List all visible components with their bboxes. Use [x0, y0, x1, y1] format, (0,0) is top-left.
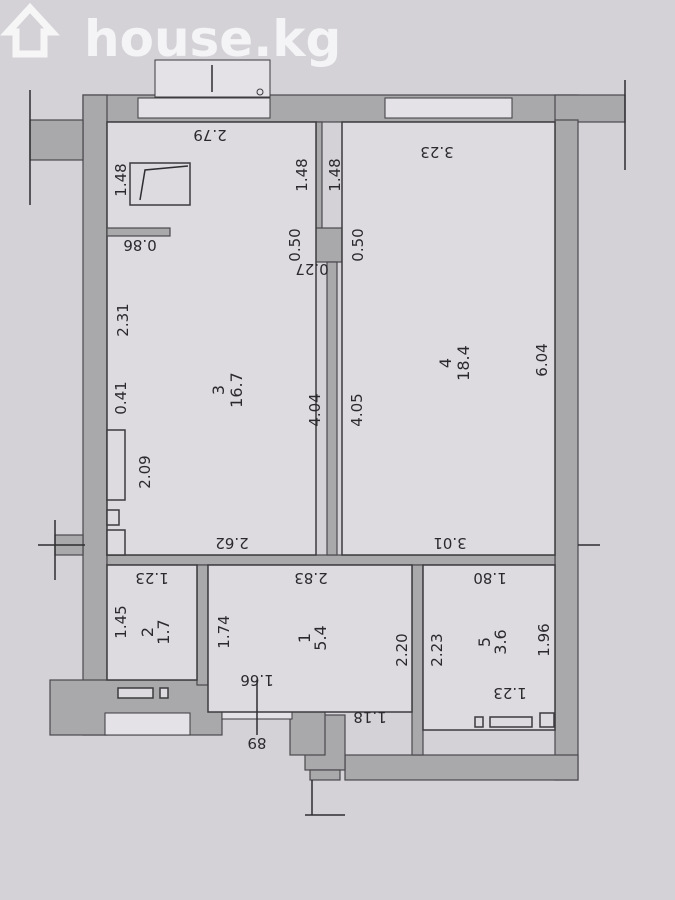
dim-r3-top: 2.79: [193, 126, 226, 144]
dim-col-gap: 0.27: [295, 260, 328, 278]
dim-r5-left: 2.23: [428, 633, 446, 666]
dim-r4-top: 3.23: [420, 143, 453, 161]
room-2: [106, 564, 198, 681]
dim-r3-left-lower: 2.09: [136, 455, 154, 488]
dim-r3-closet: 1.48: [112, 163, 130, 196]
walls: [29, 80, 626, 816]
room-4: [341, 121, 556, 556]
dim-r4-right: 6.04: [533, 343, 551, 376]
watermark-text: house.kg: [84, 10, 341, 68]
room-1-area: 5.4: [311, 625, 330, 650]
dim-r3-niche: 0.86: [123, 236, 156, 254]
dim-r3-left-upper: 2.31: [114, 303, 132, 336]
room-2-number: 2: [138, 627, 157, 637]
room-4-number: 4: [436, 358, 455, 368]
dim-r2-top: 1.23: [135, 569, 168, 587]
dim-r2-left: 1.45: [112, 605, 130, 638]
dim-r5-bottom: 1.23: [493, 684, 526, 702]
room-2-area: 1.7: [154, 619, 173, 644]
room-3-area: 16.7: [227, 372, 246, 408]
room-3-number: 3: [209, 385, 228, 395]
dim-col-left: 0.50: [286, 228, 304, 261]
dim-r4-left: 4.05: [348, 393, 366, 426]
fixtures: [106, 162, 555, 728]
dim-r4-bottom: 3.01: [433, 534, 466, 552]
dim-r3-left-step: 0.41: [112, 381, 130, 414]
dim-r1-left: 1.74: [215, 615, 233, 648]
room-4-area: 18.4: [454, 345, 473, 381]
room-5-area: 3.6: [491, 629, 510, 654]
dim-r3-right: 4.04: [306, 393, 324, 426]
room-1-number: 1: [295, 633, 314, 643]
dim-r1-right: 2.20: [393, 633, 411, 666]
dim-col-right: 0.50: [349, 228, 367, 261]
room-5: [422, 564, 556, 731]
windows: [104, 59, 513, 736]
dim-r3-bottom: 2.62: [215, 534, 248, 552]
dim-r5-top: 1.80: [473, 569, 506, 587]
dim-r1-bottom-right: 1.18: [353, 708, 386, 726]
room-5-number: 5: [475, 637, 494, 647]
dim-r3-closet-right: 1.48: [293, 158, 311, 191]
watermark: [0, 2, 60, 58]
dim-r5-right: 1.96: [535, 623, 553, 656]
dim-r1-top: 2.83: [294, 569, 327, 587]
room-1: [207, 564, 413, 713]
dim-r4-left-upper: 1.48: [326, 158, 344, 191]
dim-door: 89: [247, 734, 266, 752]
house-icon: [0, 2, 60, 58]
